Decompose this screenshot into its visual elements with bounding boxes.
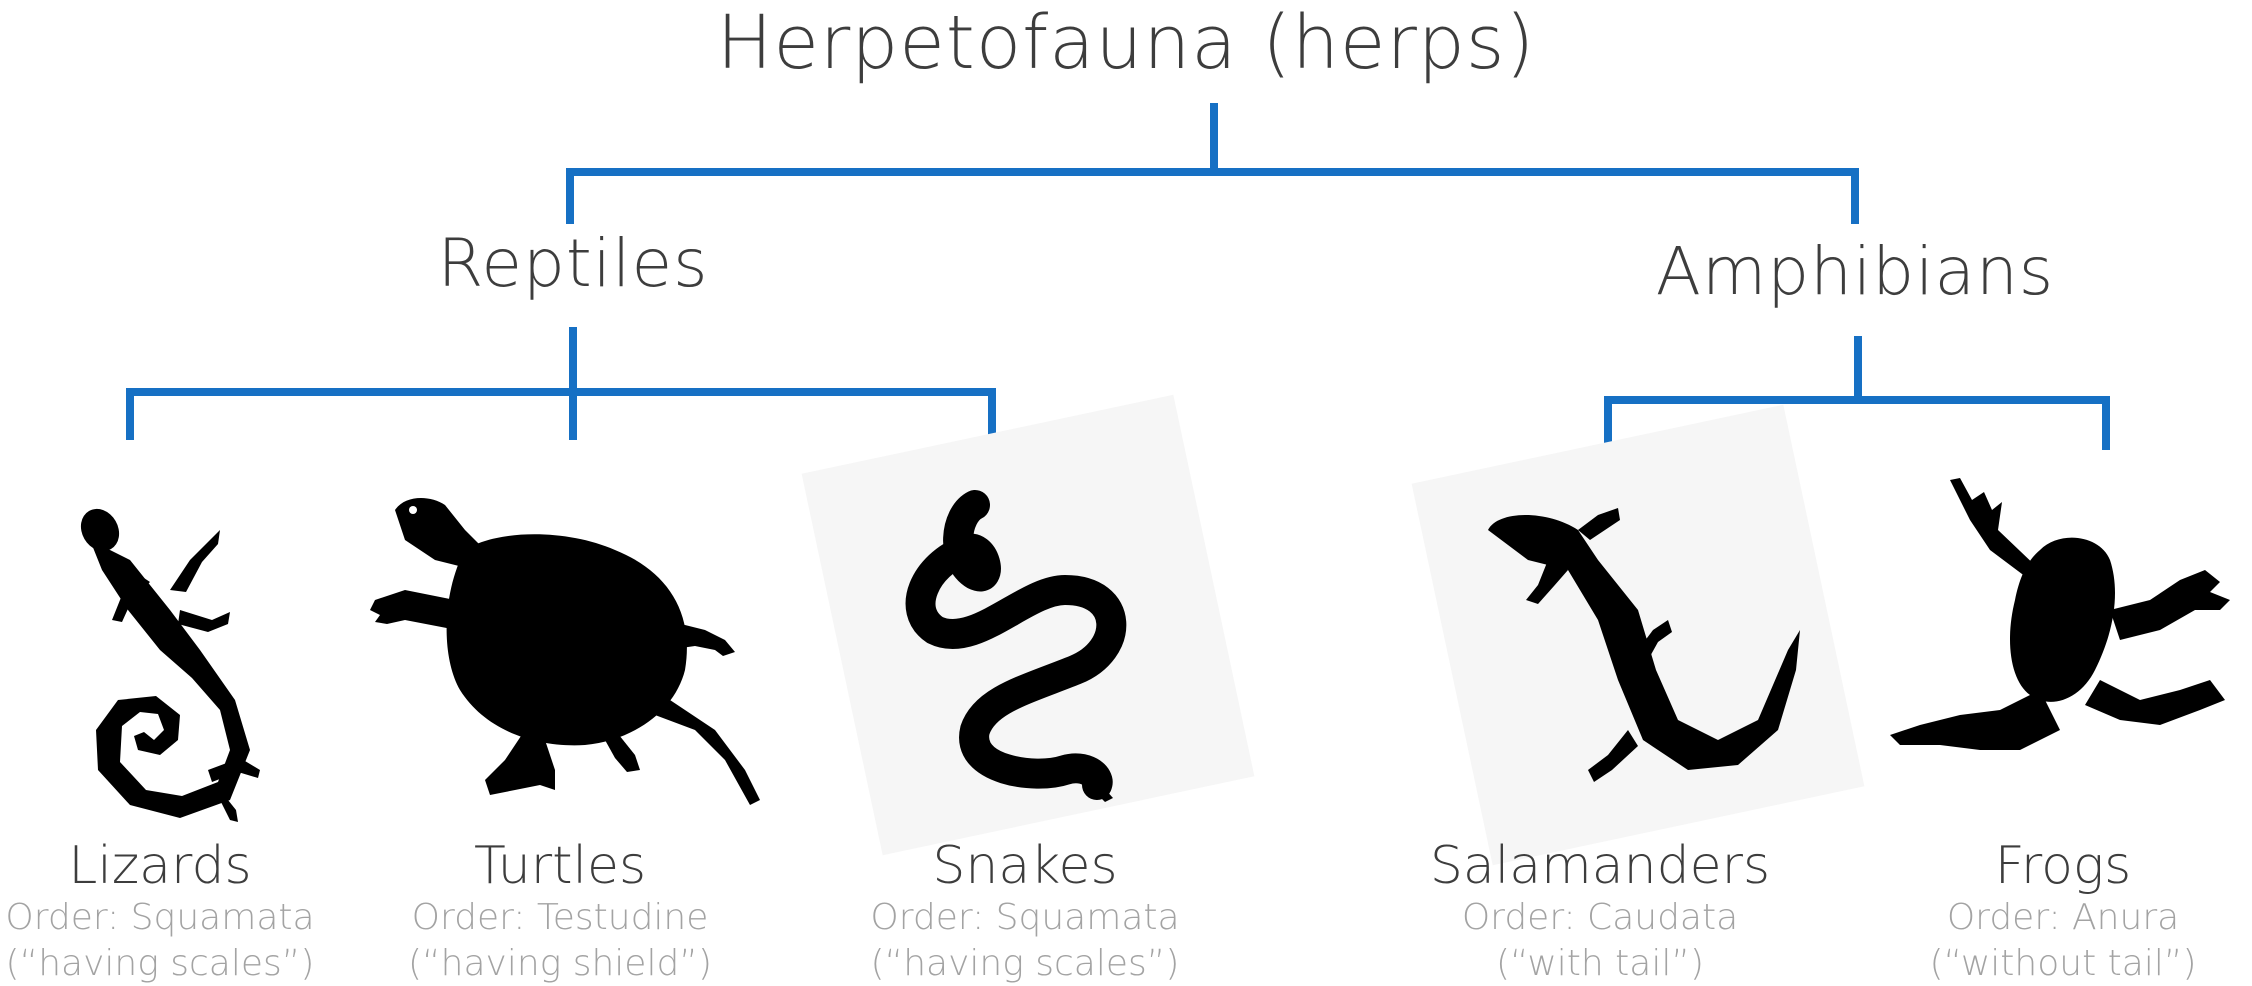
taxon-name: Turtles: [420, 836, 700, 896]
taxon-order: Order: Squamata: [865, 896, 1185, 940]
taxon-meaning: (“with tail”): [1440, 942, 1760, 986]
taxon-meaning: (“having scales”): [0, 942, 320, 986]
taxon-name: Salamanders: [1420, 836, 1780, 896]
salamander-icon: [1478, 500, 1818, 800]
turtle-icon: [365, 490, 765, 815]
taxon-meaning: (“having scales”): [865, 942, 1185, 986]
taxon-name: Frogs: [1923, 836, 2203, 896]
root-title: Herpetofauna (herps): [0, 0, 2252, 86]
lizard-icon: [60, 500, 290, 830]
root-connector: [570, 103, 1855, 224]
frog-icon: [1880, 460, 2240, 790]
taxon-order: Order: Caudata: [1440, 896, 1760, 940]
amphibians-title: Amphibians: [1630, 233, 2080, 310]
reptiles-connector: [130, 327, 992, 440]
taxon-order: Order: Anura: [1903, 896, 2223, 940]
taxon-order: Order: Squamata: [0, 896, 320, 940]
taxon-meaning: (“without tail”): [1903, 942, 2223, 986]
reptiles-title: Reptiles: [373, 225, 773, 302]
taxon-name: Snakes: [885, 836, 1165, 896]
snake-icon: [865, 480, 1165, 810]
taxon-name: Lizards: [20, 836, 300, 896]
taxon-order: Order: Testudine: [400, 896, 720, 940]
taxon-meaning: (“having shield”): [400, 942, 720, 986]
